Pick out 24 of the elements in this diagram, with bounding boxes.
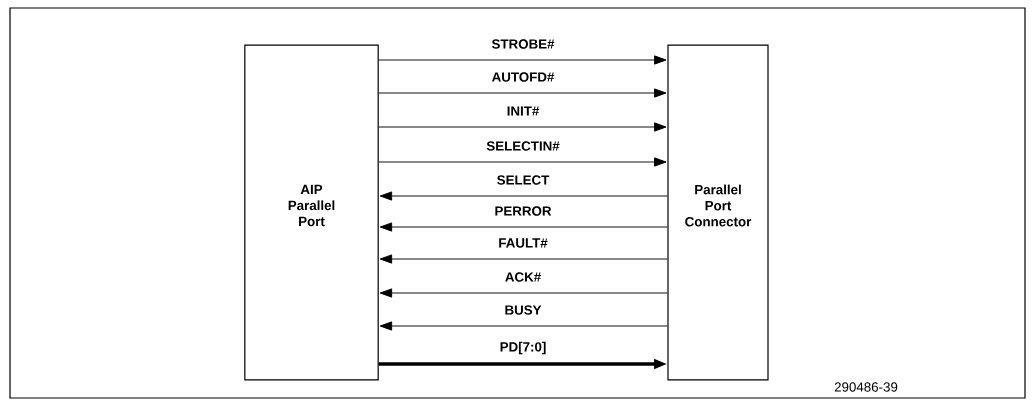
signal-label: PERROR [495, 206, 552, 216]
signal-label: SELECTIN# [486, 141, 560, 151]
block-label: Parallel Port Connector [685, 184, 752, 227]
arrow [378, 122, 667, 132]
signal-label: INIT# [507, 106, 540, 116]
figure-number: 290486-39 [834, 382, 898, 392]
signal-label: STROBE# [491, 39, 555, 49]
signal-label: AUTOFD# [492, 72, 555, 82]
arrow [379, 288, 668, 298]
arrow [379, 254, 668, 264]
signal-label: ACK# [505, 272, 541, 282]
block-box [244, 44, 379, 381]
signal-label: FAULT# [499, 238, 548, 248]
arrow [379, 321, 668, 331]
arrow [379, 222, 668, 232]
arrow [378, 55, 667, 65]
block-box [667, 44, 769, 381]
signal-label: SELECT [497, 175, 550, 185]
signal-label: BUSY [505, 305, 542, 315]
block-label: AIP Parallel Port [288, 184, 335, 227]
arrow [378, 157, 667, 167]
arrow [379, 191, 668, 201]
signal-label: PD[7:0] [500, 341, 546, 355]
arrow [378, 88, 667, 98]
